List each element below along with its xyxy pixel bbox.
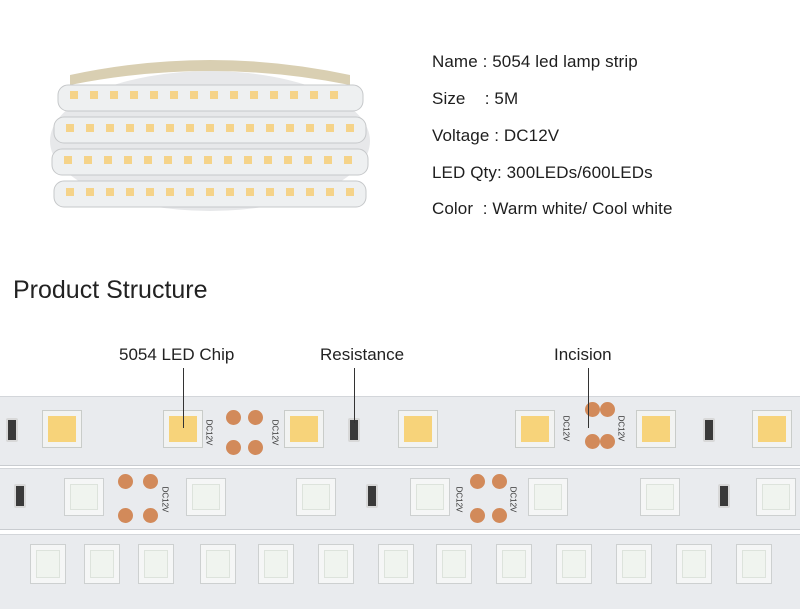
led-chip-cool xyxy=(528,478,568,516)
board-marking: DC12V xyxy=(561,415,571,442)
copper-pad xyxy=(470,474,485,489)
led-chip-cool xyxy=(410,478,450,516)
copper-pad xyxy=(248,410,263,425)
led-chip-warm xyxy=(752,410,792,448)
resistor xyxy=(718,484,730,508)
board-marking: DC12V xyxy=(616,415,626,442)
led-chip-cool xyxy=(756,478,796,516)
spec-name: Name : 5054 led lamp strip xyxy=(432,52,638,71)
callout-line-incision xyxy=(588,368,589,428)
led-chip-cool xyxy=(496,544,532,584)
callout-line-chip xyxy=(183,368,184,428)
led-chip-cool xyxy=(200,544,236,584)
led-chip-cool xyxy=(138,544,174,584)
led-chip-cool xyxy=(30,544,66,584)
board-marking: DC12V xyxy=(508,486,518,513)
led-chip-cool xyxy=(640,478,680,516)
led-chip-cool xyxy=(258,544,294,584)
copper-pad xyxy=(585,434,600,449)
board-marking: DC12V xyxy=(204,419,214,446)
board-marking: DC12V xyxy=(454,486,464,513)
led-chip-warm xyxy=(515,410,555,448)
copper-pad xyxy=(492,474,507,489)
led-chip-cool xyxy=(556,544,592,584)
led-chip-cool xyxy=(616,544,652,584)
led-chip-cool xyxy=(378,544,414,584)
callout-label-resistance: Resistance xyxy=(320,345,405,364)
led-chip-cool xyxy=(436,544,472,584)
callout-line-resistance xyxy=(354,368,355,423)
led-chip-cool xyxy=(318,544,354,584)
copper-pad xyxy=(226,440,241,455)
copper-pad xyxy=(600,434,615,449)
copper-pad xyxy=(143,474,158,489)
led-chip-warm xyxy=(42,410,82,448)
board-marking: DC12V xyxy=(270,419,280,446)
resistor xyxy=(366,484,378,508)
spec-led-qty: LED Qty: 300LEDs/600LEDs xyxy=(432,163,653,182)
copper-pad xyxy=(248,440,263,455)
copper-pad xyxy=(118,474,133,489)
copper-pad xyxy=(226,410,241,425)
led-chip-warm xyxy=(636,410,676,448)
spec-voltage: Voltage : DC12V xyxy=(432,126,560,145)
led-chip-cool xyxy=(736,544,772,584)
callout-label-incision: Incision xyxy=(554,345,612,364)
resistor xyxy=(6,418,18,442)
spec-size: Size : 5M xyxy=(432,89,519,108)
reel-illustration xyxy=(50,60,370,211)
copper-pad xyxy=(118,508,133,523)
section-heading: Product Structure xyxy=(13,276,208,304)
resistor xyxy=(14,484,26,508)
copper-pad xyxy=(470,508,485,523)
resistor xyxy=(703,418,715,442)
copper-pad xyxy=(492,508,507,523)
board-marking: DC12V xyxy=(160,486,170,513)
spec-color: Color : Warm white/ Cool white xyxy=(432,199,673,218)
led-chip-cool xyxy=(64,478,104,516)
led-chip-warm xyxy=(284,410,324,448)
led-chip-cool xyxy=(676,544,712,584)
led-chip-cool xyxy=(296,478,336,516)
copper-pad xyxy=(600,402,615,417)
led-chip-cool xyxy=(84,544,120,584)
copper-pad xyxy=(143,508,158,523)
led-chip-warm xyxy=(398,410,438,448)
product-photo-reel xyxy=(40,45,380,225)
callout-label-chip: 5054 LED Chip xyxy=(119,345,235,364)
led-chip-cool xyxy=(186,478,226,516)
